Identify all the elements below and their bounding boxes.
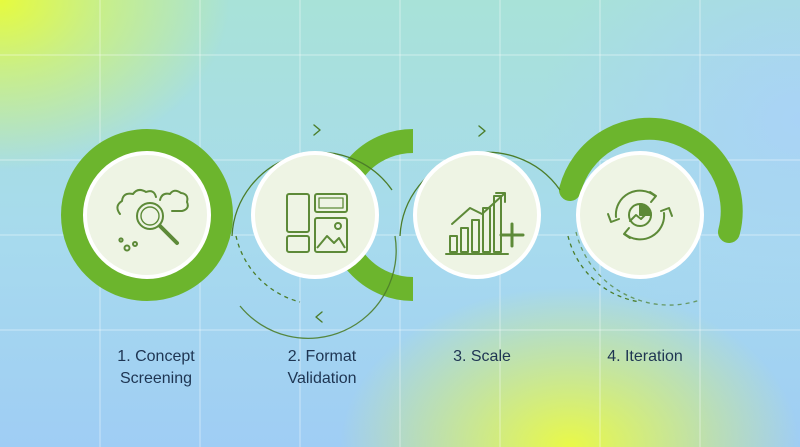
step-3-circle [413, 151, 541, 279]
layout-formats-icon [286, 193, 348, 253]
step-2-circle [251, 151, 379, 279]
step-2-label-line1: 2. Format [287, 348, 357, 365]
arrowheads [313, 124, 486, 323]
step-3-label-line1: 3. Scale [453, 348, 511, 365]
step-3-label: 3. Scale [402, 346, 562, 368]
magnifier-clouds-icon [116, 188, 189, 252]
step-1-label-line2: Screening [119, 370, 193, 387]
step-circles [83, 151, 704, 279]
step-2-label-line2: Validation [287, 370, 357, 387]
step-1-label-line1: 1. Concept [117, 348, 195, 365]
arrow-right-icon [478, 125, 486, 137]
step-2-label: 2. Format Validation [242, 346, 402, 390]
arrow-left-icon [315, 311, 323, 323]
step-1-label: 1. Concept Screening [76, 346, 236, 390]
cycle-pie-icon [607, 189, 673, 241]
growth-chart-plus-icon [445, 192, 525, 255]
arrow-right-icon [313, 124, 321, 136]
step-4-label-line1: 4. Iteration [607, 348, 683, 365]
step-4-label: 4. Iteration [565, 346, 725, 368]
step-4-ring [559, 117, 743, 243]
step-1-circle [83, 151, 211, 279]
